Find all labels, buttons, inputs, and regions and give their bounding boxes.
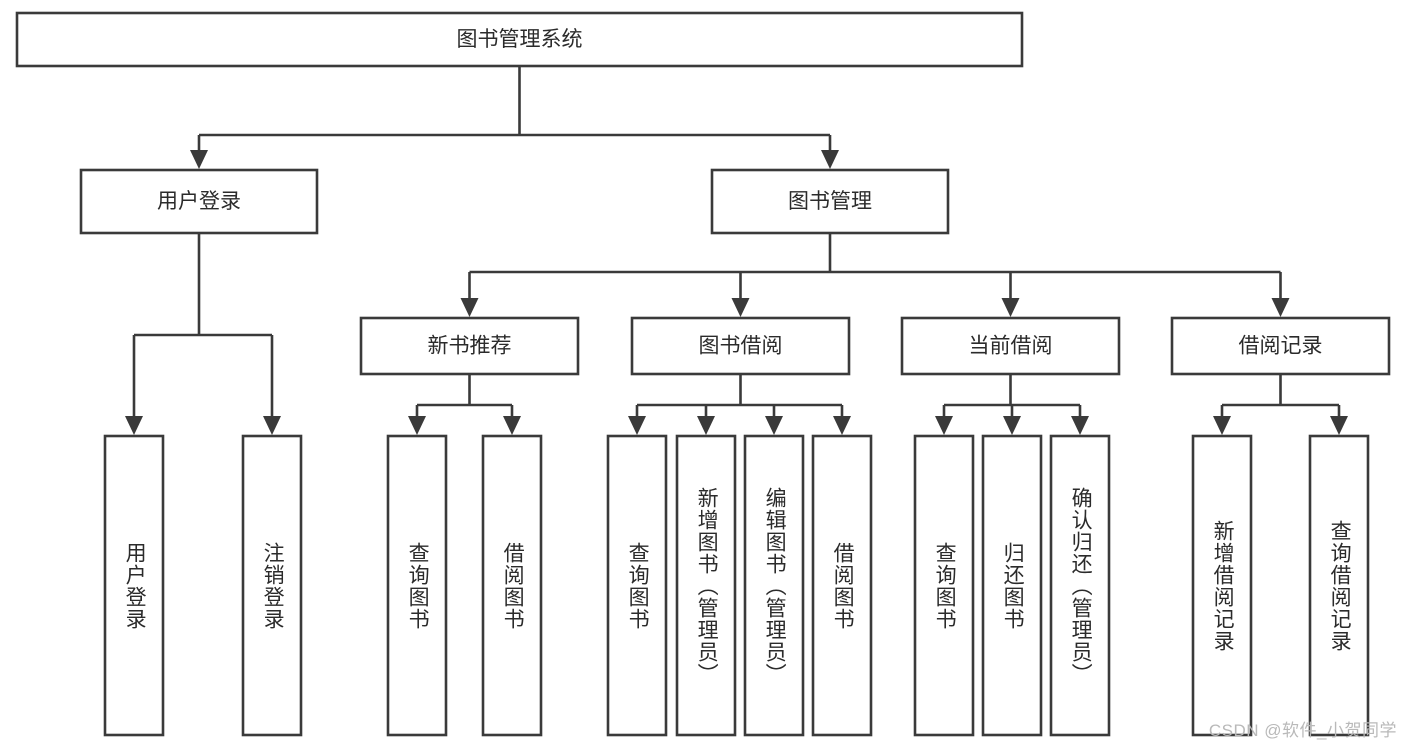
node-label-new-book-recommend: 新书推荐 [428,335,512,358]
node-box-layer [15,11,1391,737]
node-label-book-management: 图书管理 [788,190,872,213]
arrow-head-icon [125,416,143,435]
arrow-head-icon [1271,298,1290,317]
node-label-current-borrow: 当前借阅 [969,335,1053,358]
node-box-borrow-record[interactable] [1170,316,1391,376]
node-box-cb-query-book[interactable] [913,434,975,737]
node-box-book-management[interactable] [710,168,950,235]
node-box-bb-query-book[interactable] [606,434,668,737]
node-box-br-add-record[interactable] [1191,434,1253,737]
node-box-br-query-record[interactable] [1308,434,1370,737]
node-box-root[interactable] [15,11,1024,68]
node-box-bb-edit-book[interactable] [743,434,805,737]
node-box-book-borrow[interactable] [630,316,851,376]
node-box-bb-borrow-book[interactable] [811,434,873,737]
node-box-cb-confirm-return[interactable] [1049,434,1111,737]
node-box-user-logout[interactable] [241,434,303,737]
node-box-current-borrow[interactable] [900,316,1121,376]
node-label-book-borrow: 图书借阅 [699,335,783,358]
node-box-nbr-query-book[interactable] [386,434,448,737]
node-box-nbr-borrow-book[interactable] [481,434,543,737]
arrow-head-icon [1071,416,1089,435]
arrow-head-icon [190,150,208,169]
arrow-head-icon [1213,416,1231,435]
arrow-head-icon [1003,416,1021,435]
arrow-head-icon [765,416,783,435]
csdn-watermark: CSDN @软件_小贺同学 [1208,721,1397,740]
arrow-head-icon [1330,416,1348,435]
arrow-head-icon [460,298,479,317]
arrow-head-icon [408,416,426,435]
node-label-borrow-record: 借阅记录 [1239,335,1323,358]
arrow-head-icon [935,416,953,435]
node-box-cb-return-book[interactable] [981,434,1043,737]
node-box-new-book-recommend[interactable] [359,316,580,376]
arrow-head-icon [503,416,521,435]
arrow-head-icon [731,298,750,317]
node-box-user-login-do[interactable] [103,434,165,737]
arrow-head-icon [833,416,851,435]
node-box-user-login[interactable] [79,168,319,235]
node-label-user-login: 用户登录 [157,190,241,213]
connector-layer [125,66,1348,435]
node-box-bb-add-book[interactable] [675,434,737,737]
arrow-head-icon [697,416,715,435]
node-label-root: 图书管理系统 [457,28,583,51]
arrow-head-icon [821,150,839,169]
arrow-head-icon [1001,298,1020,317]
arrow-head-icon [263,416,281,435]
arrow-head-icon [628,416,646,435]
